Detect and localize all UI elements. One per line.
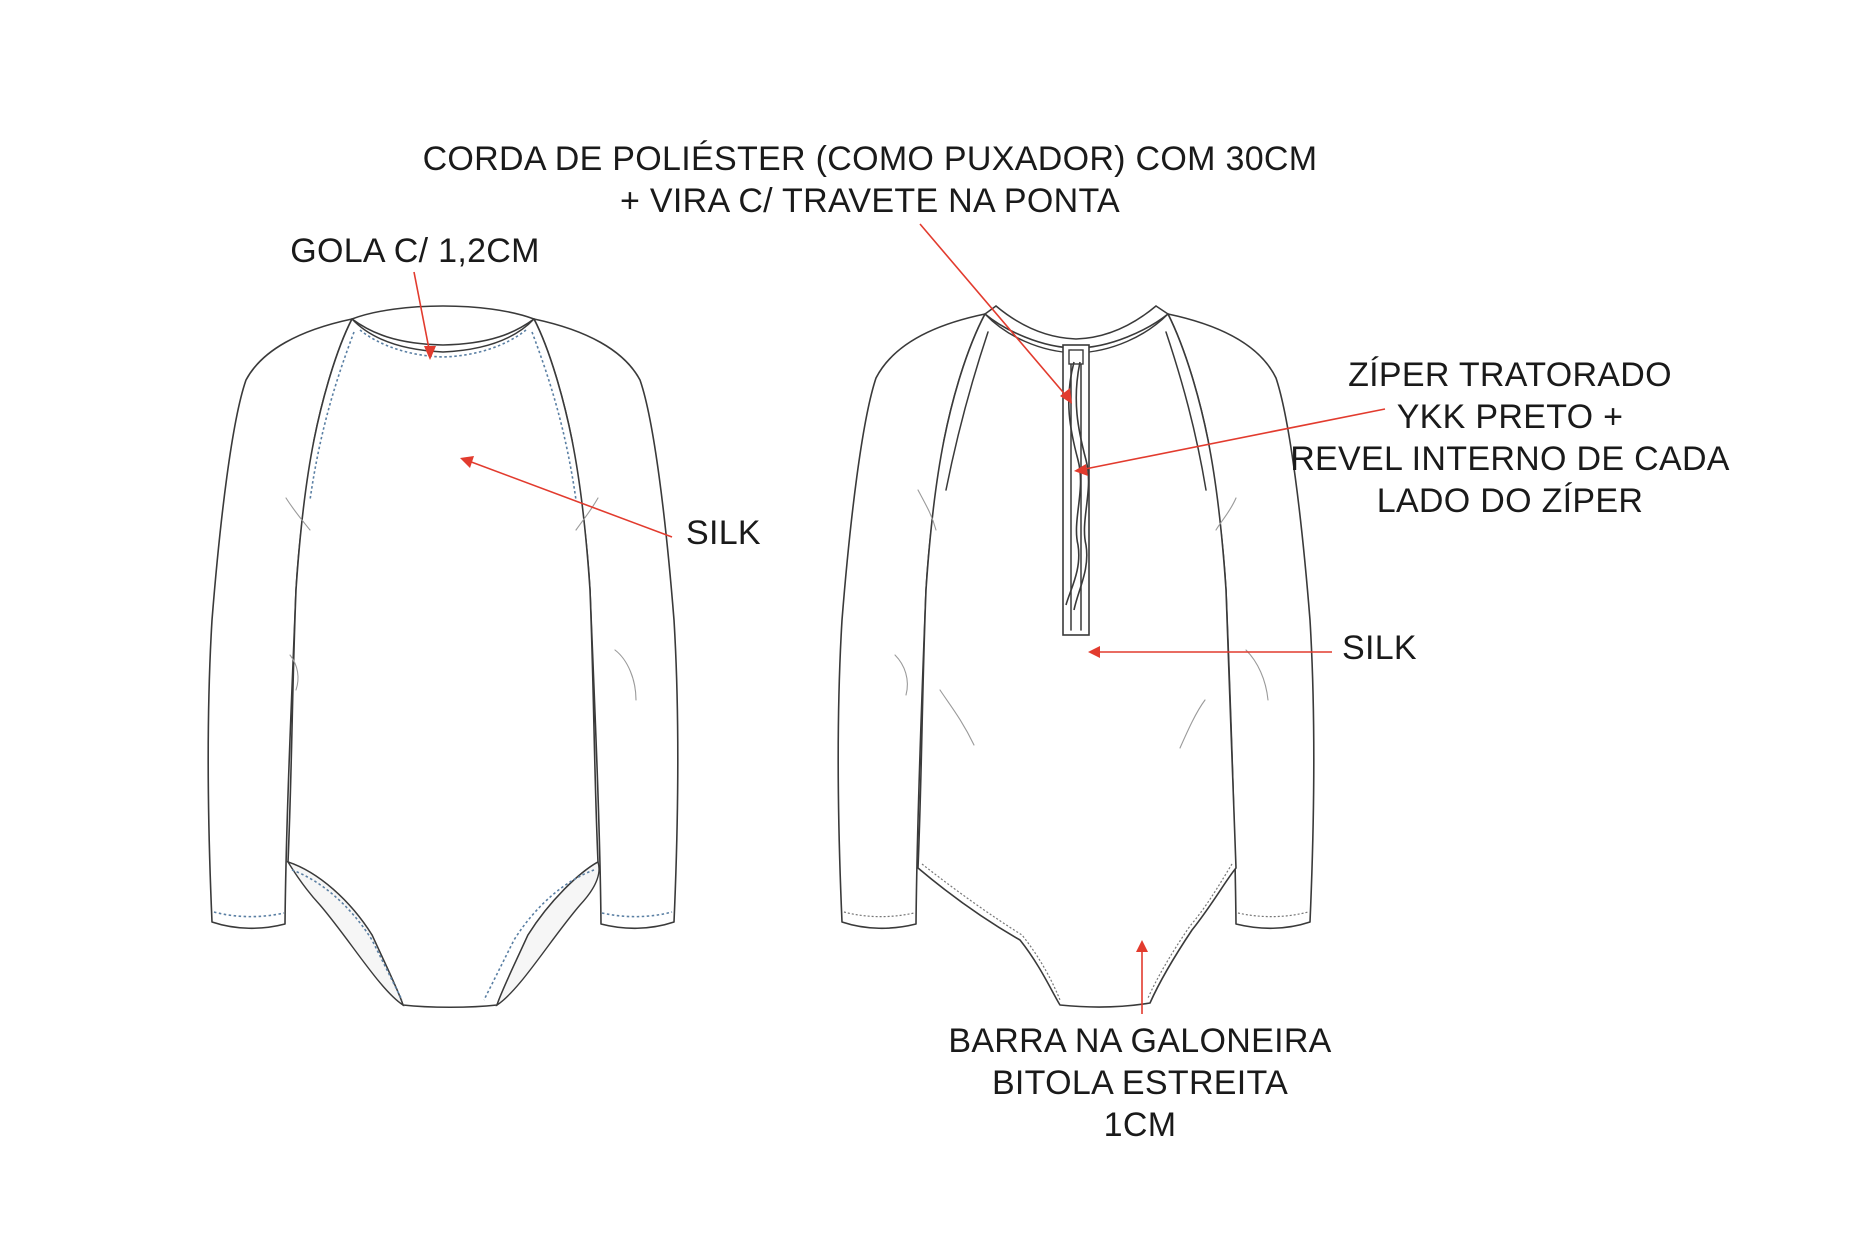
pointer-ziper	[1079, 408, 1386, 471]
label-collar-text: GOLA C/ 1,2CM	[290, 232, 540, 270]
front-view-swimsuit	[207, 305, 679, 1009]
label-hem-line-2: BITOLA ESTREITA	[991, 1064, 1289, 1102]
back-leg-opening	[921, 863, 1061, 1001]
front-leg-opening	[286, 860, 405, 1007]
polyester-cord	[1065, 361, 1082, 606]
label-silk-back-text: SILK	[1342, 629, 1417, 667]
pointer-gola	[413, 271, 431, 355]
pointer-corda	[919, 223, 1069, 399]
label-hem-line-3: 1CM	[1103, 1106, 1177, 1144]
label-polyester-cord-line-2: + VIRA C/ TRAVETE NA PONTA	[620, 182, 1120, 220]
label-zipper-line-1: ZÍPER TRATORADO	[1348, 356, 1672, 394]
label-silk-back: SILK	[1342, 627, 1462, 669]
label-collar: GOLA C/ 1,2CM	[290, 230, 540, 272]
label-silk-front-text: SILK	[686, 514, 761, 552]
label-hem-line-1: BARRA NA GALONEIRA	[948, 1022, 1332, 1060]
label-silk-front: SILK	[686, 512, 806, 554]
back-body	[917, 313, 1237, 1008]
back-raglan-seam-left	[945, 331, 989, 491]
back-raglan-seam-right	[1165, 331, 1207, 491]
label-zipper-line-4: LADO DO ZÍPER	[1376, 482, 1644, 520]
label-hem: BARRA NA GALONEIRA BITOLA ESTREITA 1CM	[930, 1020, 1350, 1146]
label-polyester-cord-line-1: CORDA DE POLIÉSTER (COMO PUXADOR) COM 30…	[422, 140, 1318, 178]
pointer-silk-front	[465, 459, 673, 538]
annotation-pointers	[413, 223, 1386, 1014]
label-polyester-cord: CORDA DE POLIÉSTER (COMO PUXADOR) COM 30…	[400, 138, 1340, 222]
label-zipper: ZÍPER TRATORADO YKK PRETO + REVEL INTERN…	[1285, 354, 1735, 522]
zipper-pull	[1068, 349, 1084, 365]
label-zipper-line-3: REVEL INTERNO DE CADA	[1290, 440, 1730, 478]
label-zipper-line-2: YKK PRETO +	[1396, 398, 1624, 436]
front-neckline	[351, 318, 535, 353]
back-view-swimsuit	[837, 305, 1315, 1008]
